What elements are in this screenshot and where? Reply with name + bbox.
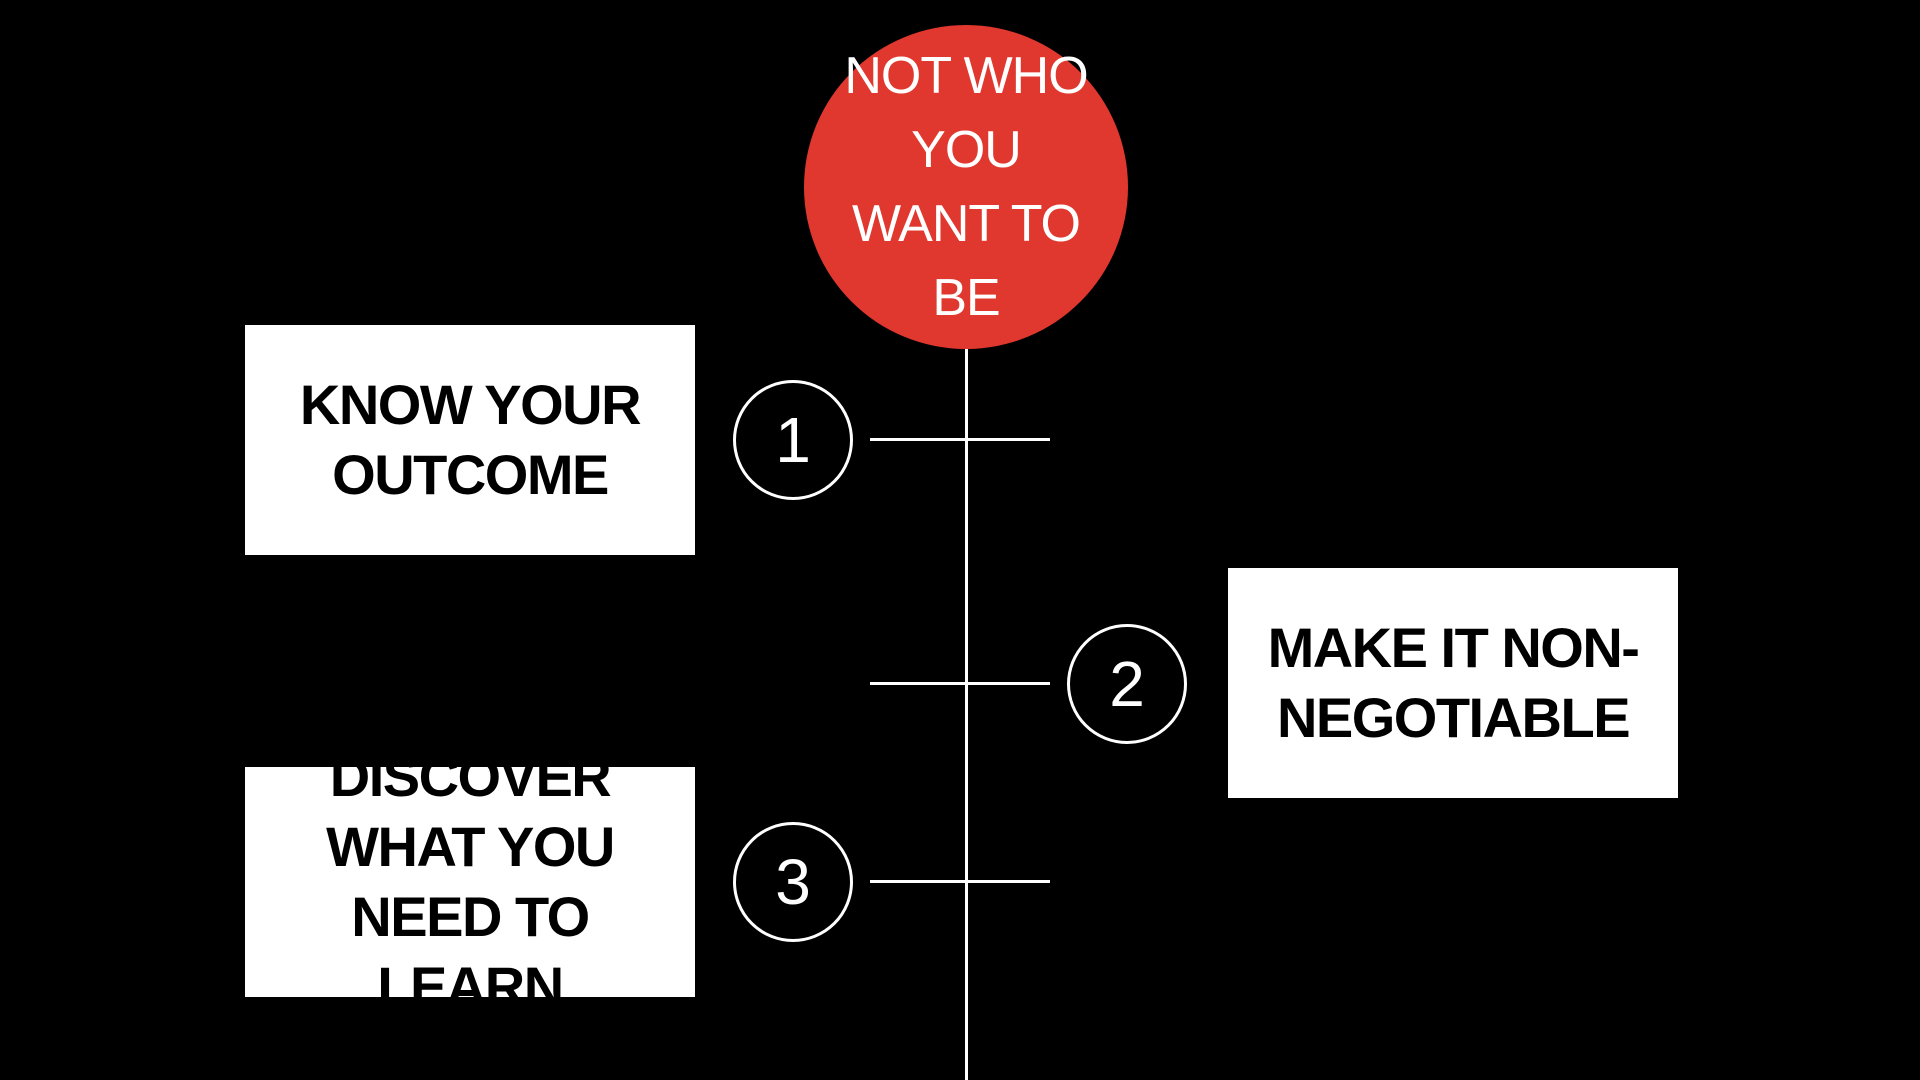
step-3-box: DISCOVER WHAT YOU NEED TO LEARN [245, 745, 695, 1018]
step-3-label: DISCOVER WHAT YOU NEED TO LEARN [326, 745, 615, 1018]
step-3-tick [870, 880, 1050, 883]
step-3-number-badge: 3 [733, 822, 853, 942]
hub-label: NOT WHO YOU WANT TO BE [844, 47, 1088, 327]
step-3-number: 3 [775, 846, 811, 918]
step-1-box: KNOW YOUR OUTCOME [245, 325, 695, 555]
step-2-number-badge: 2 [1067, 624, 1187, 744]
hub-circle: NOT WHO YOU WANT TO BE [804, 25, 1128, 349]
step-2-tick [870, 682, 1050, 685]
step-2-label: MAKE IT NON-NEGOTIABLE [1267, 616, 1640, 749]
step-1-tick [870, 438, 1050, 441]
step-1-number-badge: 1 [733, 380, 853, 500]
step-1-label: KNOW YOUR OUTCOME [299, 373, 642, 506]
step-1-number: 1 [775, 404, 811, 476]
step-2-number: 2 [1109, 648, 1145, 720]
timeline-spine [965, 290, 968, 1080]
step-2-box: MAKE IT NON-NEGOTIABLE [1228, 568, 1678, 798]
